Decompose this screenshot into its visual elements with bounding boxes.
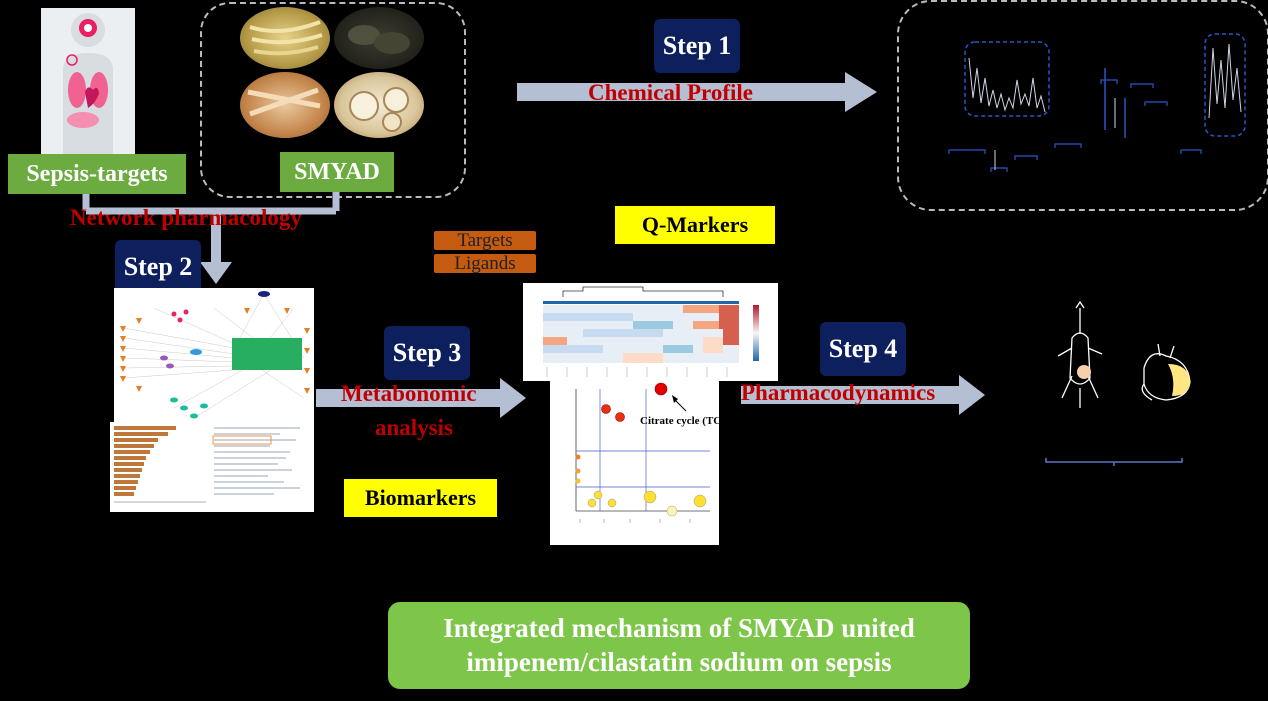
step-3-badge: Step 3: [384, 326, 470, 380]
metabonomic-label: Metabonomic: [341, 381, 477, 406]
chemical-profile-label: Chemical Profile: [588, 80, 753, 105]
step-4-badge: Step 4: [820, 322, 906, 376]
conclusion-line-1: Integrated mechanism of SMYAD united: [443, 613, 915, 643]
pathway-bubble-panel: Citrate cycle (TCA: [550, 381, 719, 545]
step-4-arrow: [741, 375, 985, 415]
targets-tag: Targets: [434, 231, 536, 250]
step-1-badge: Step 1: [654, 19, 740, 73]
herb-photo-3: [240, 72, 330, 138]
step-2-badge: Step 2: [115, 240, 201, 294]
human-body-image: [41, 8, 135, 158]
network-pharmacology-label: Network pharmacology: [70, 205, 302, 230]
citrate-cycle-annotation: Citrate cycle (TCA: [640, 415, 719, 427]
pharmacodynamics-label: Pharmacodynamics: [741, 380, 936, 405]
herb-photo-4: [334, 72, 424, 138]
analysis-label: analysis: [375, 415, 453, 440]
sepsis-targets-label: Sepsis-targets: [8, 154, 186, 194]
step-1-arrow: [517, 72, 877, 112]
heatmap-panel: [523, 283, 778, 381]
q-markers-label: Q-Markers: [615, 206, 775, 244]
herb-photo-2: [334, 7, 424, 69]
step-3-arrow: [316, 378, 526, 418]
conclusion-box: Integrated mechanism of SMYAD united imi…: [388, 602, 970, 689]
enrichment-bar-panel: [110, 422, 314, 512]
biomarkers-label: Biomarkers: [344, 479, 497, 517]
chromatogram-plot: [948, 33, 1246, 172]
herb-photo-1: [240, 7, 330, 69]
network-graph-panel: [114, 288, 314, 425]
mouse-illustrations: [1045, 300, 1191, 466]
network-connector-lines: [82, 192, 340, 284]
smyad-label: SMYAD: [280, 152, 394, 192]
ligands-tag: Ligands: [434, 254, 536, 273]
conclusion-line-2: imipenem/cilastatin sodium on sepsis: [466, 647, 892, 677]
